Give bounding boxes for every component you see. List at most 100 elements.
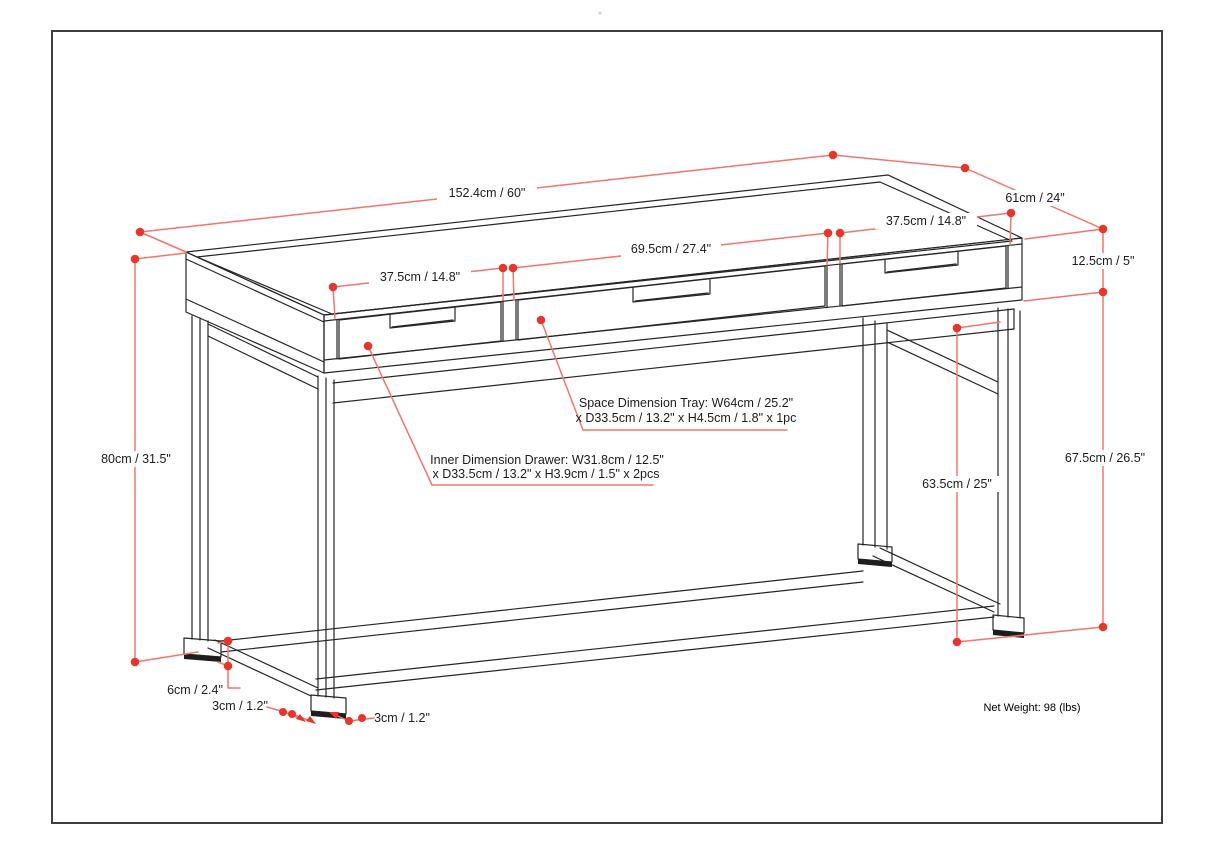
dim-extensions [332, 267, 515, 319]
dimension-point [960, 163, 970, 173]
leader-tray-note [540, 319, 788, 431]
desk-left-end-lip [185, 258, 325, 323]
foot-pad-back-left [184, 654, 221, 662]
foot-pad-front-left [311, 711, 346, 719]
drawer-pull-cutout [632, 279, 711, 303]
dimension-point [1098, 224, 1108, 234]
dim-label-drawer-right-width: 37.5cm / 14.8" [886, 214, 966, 228]
dim-leader [134, 651, 199, 663]
dim-floor-leader [956, 626, 1104, 643]
label-bg [100, 451, 172, 467]
dim-extension [1009, 212, 1012, 246]
drawer-right [841, 245, 1007, 307]
dim-label-clearance-right: 67.5cm / 26.5" [1065, 451, 1145, 465]
dimension-point [952, 323, 962, 333]
label-bg [437, 185, 537, 201]
front-rail-bottom [332, 328, 1015, 404]
label-bg [369, 269, 471, 285]
dimension-point [952, 637, 962, 647]
dimension-point [498, 263, 508, 273]
drawer-front [517, 265, 826, 341]
dimension-point [135, 227, 145, 237]
desk-left-end-lower-lip [185, 298, 325, 363]
side-rail-right [886, 329, 999, 395]
leg-back-right [862, 317, 888, 550]
dimension-point [363, 341, 373, 351]
label-bg [875, 213, 977, 229]
drawer-pull-inner-line [634, 292, 709, 302]
note-tray-line1: Space Dimension Tray: W64cm / 25.2" [579, 396, 793, 410]
label-bg [915, 476, 999, 492]
dimension-point [328, 282, 338, 292]
dimension-point [1006, 208, 1016, 218]
dim-leader [1024, 228, 1104, 240]
dim-label-tray-width: 69.5cm / 27.4" [631, 242, 711, 256]
leg-back-left [191, 315, 209, 642]
dimension-point [358, 714, 366, 722]
dimension-point [1098, 287, 1108, 297]
arrowhead-icon [296, 714, 306, 722]
note-drawer-line2: x D33.5cm / 13.2" x H3.9cm / 1.5" x 2pcs [432, 467, 659, 481]
note-tray-line2: x D33.5cm / 13.2" x H4.5cm / 1.8" x 1pc [576, 411, 797, 425]
drawing-border [51, 30, 1163, 824]
dim-label-foot-height: 6cm / 2.4" [167, 683, 223, 697]
floor-runner-right [872, 547, 1001, 613]
dim-label-apron-height: 12.5cm / 5" [1072, 254, 1135, 268]
leg-front-left [317, 375, 335, 699]
dimension-point [223, 636, 233, 646]
arrowhead-icon [306, 716, 316, 724]
drawer-front [338, 301, 502, 360]
dim-label-top-width: 152.4cm / 60" [449, 186, 526, 200]
dim-leader [134, 252, 187, 260]
dimension-point [223, 661, 233, 671]
dimension-point [345, 717, 353, 725]
leader-drawer-note [367, 345, 654, 486]
floor-runner-left [207, 639, 319, 697]
back-stretcher-bar [220, 570, 864, 653]
label-bg [1055, 450, 1155, 466]
label-bg [1000, 190, 1070, 206]
dimension-point [130, 657, 140, 667]
dim-label-overall-height: 80cm / 31.5" [101, 452, 171, 466]
desk-front-face [323, 237, 1023, 374]
dimension-point [536, 315, 546, 325]
dimension-point [1098, 622, 1108, 632]
leg-frame [183, 307, 1025, 719]
label-bg [163, 682, 225, 698]
dim-leader [1023, 291, 1104, 302]
drawer-pull-cutout [389, 307, 456, 329]
side-rail-left [207, 323, 319, 390]
dim-label-top-depth: 61cm / 24" [1005, 191, 1064, 205]
dim-extension [832, 154, 966, 169]
foot-pad-back-right [858, 559, 892, 567]
dimension-point [828, 150, 838, 160]
dimension-point [823, 228, 833, 238]
dimension-point [288, 710, 296, 718]
label-bg [1066, 253, 1142, 269]
drawer-middle [517, 265, 826, 341]
scan-artifact-dot [598, 11, 602, 15]
dimension-point-markers [130, 150, 1108, 725]
note-drawer-line1: Inner Dimension Drawer: W31.8cm / 12.5" [430, 453, 664, 467]
dim-leader [139, 231, 187, 253]
drawer-pull-inner-line [886, 263, 957, 273]
net-weight-label: Net Weight: 98 (lbs) [983, 702, 1080, 714]
arrowhead-icon [329, 712, 339, 719]
leg-front-right [997, 307, 1021, 619]
drawer-left [338, 301, 502, 360]
desk-top-face-inner-edge [196, 181, 1013, 315]
drawer-front [841, 245, 1007, 307]
front-rail-top [332, 308, 1015, 384]
dim-label-clearance-inner: 63.5cm / 25" [922, 477, 992, 491]
dimension-point [508, 263, 518, 273]
label-bg [621, 241, 721, 257]
desk-line-art [183, 174, 1025, 719]
dim-label-drawer-left-width: 37.5cm / 14.8" [380, 270, 460, 284]
dim-extensions [826, 232, 841, 266]
dim-leader [956, 321, 1001, 329]
front-stretcher-bar [315, 605, 995, 691]
dimension-labels: 152.4cm / 60" 61cm / 24" 37.5cm / 14.8" … [100, 185, 1155, 725]
dimension-point [835, 228, 845, 238]
